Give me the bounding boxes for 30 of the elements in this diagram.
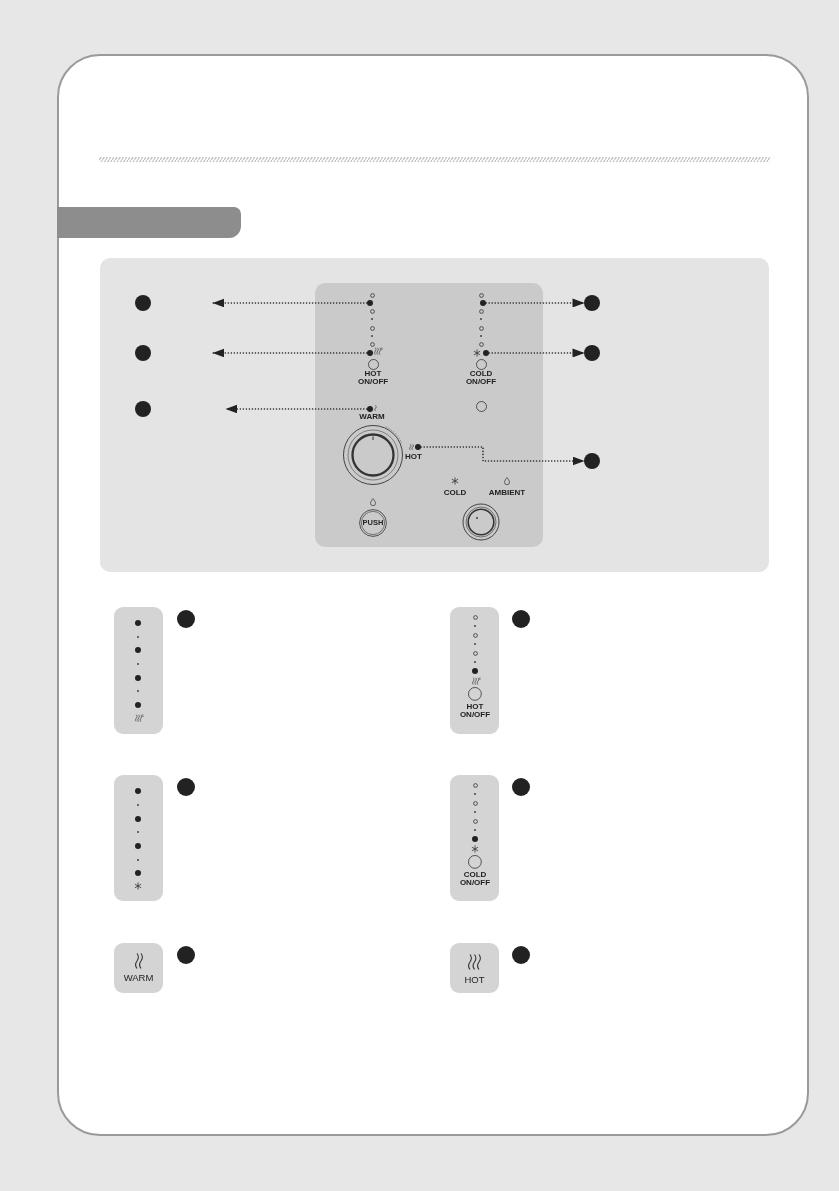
dial-label: WARM: [358, 413, 386, 422]
indicator-tile: [114, 607, 163, 734]
button-label: COLD ON/OFF: [465, 370, 497, 387]
indicator-light: [479, 299, 487, 307]
leader-arrow: [420, 446, 585, 466]
mode-label: WARM: [122, 973, 155, 983]
indicator-light: [414, 443, 422, 451]
dial-label: AMBIENT: [487, 489, 527, 498]
leader-arrow: [485, 298, 585, 308]
section-tab: [57, 207, 241, 238]
indicator-light: [482, 349, 490, 357]
control-panel: [315, 283, 543, 547]
indicator-tile: [450, 775, 499, 901]
mode-tile: [114, 943, 163, 993]
dial-label: HOT: [405, 453, 422, 462]
indicator-light: [366, 299, 374, 307]
mode-label: HOT: [463, 975, 486, 985]
button-label: HOT ON/OFF: [458, 703, 492, 720]
indicator-light: [366, 349, 374, 357]
dial-label: COLD: [442, 489, 468, 498]
leader-arrow: [212, 298, 368, 308]
leader-arrow: [488, 348, 585, 358]
indicator-light: [366, 405, 374, 413]
button-label: COLD ON/OFF: [458, 871, 492, 888]
mode-tile: [450, 943, 499, 993]
button-label: HOT ON/OFF: [358, 370, 388, 387]
leader-arrow: [225, 404, 368, 414]
indicator-tile: [450, 607, 499, 734]
leader-arrow: [212, 348, 368, 358]
indicator-tile: [114, 775, 163, 901]
